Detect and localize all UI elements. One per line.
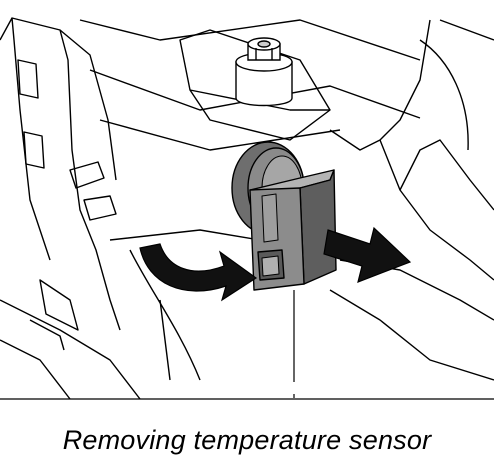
heater-housing — [0, 17, 494, 400]
sensor-removal-illustration — [0, 17, 494, 400]
temperature-sensor — [249, 169, 337, 291]
figure-caption: Removing temperature sensor — [62, 425, 432, 455]
straight-arrow-pull-out — [323, 226, 412, 283]
curved-arrow-counter-rotation — [139, 243, 258, 302]
hex-nut-fitting — [235, 37, 293, 107]
